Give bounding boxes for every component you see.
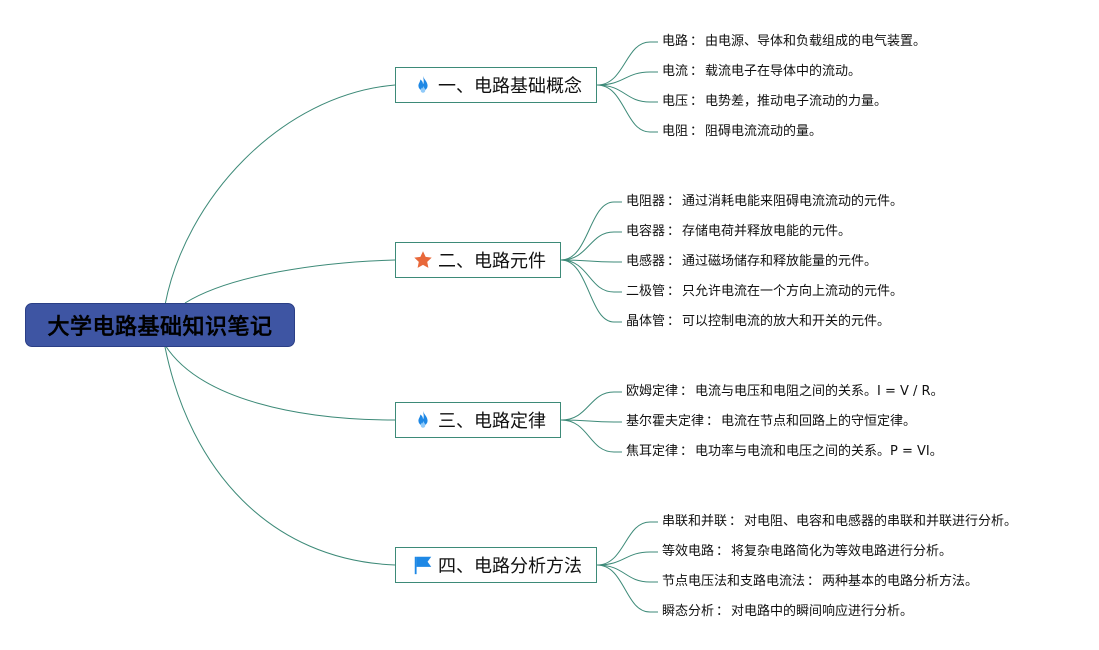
leaf-term: 电路 (662, 34, 689, 49)
leaf-separator: ： (680, 444, 694, 459)
leaf-term: 电阻 (662, 124, 689, 139)
leaf-separator: ： (667, 284, 681, 299)
leaf-term: 基尔霍夫定律 (626, 414, 705, 429)
branch-to-leaf-line (596, 521, 651, 566)
leaf-desc: 载流电子在导体中的流动。 (705, 64, 862, 79)
root-to-branch-line (164, 346, 396, 566)
branch-to-leaf-line (560, 259, 615, 323)
root-title: 大学电路基础知识笔记 (47, 315, 273, 340)
leaf-term: 电流 (662, 64, 689, 79)
leaf-separator: ： (667, 224, 681, 239)
leaf-term: 瞬态分析 (662, 604, 715, 619)
branch-to-leaf-line (560, 231, 615, 261)
branch-to-leaf-line (560, 201, 615, 261)
leaf-separator: ： (667, 254, 681, 269)
branch-analysis-methods[interactable]: 四、电路分析方法 (395, 547, 597, 583)
branch-circuit-laws[interactable]: 三、电路定律 (395, 402, 561, 438)
leaf-desc: 电功率与电流和电压之间的关系。P = VI。 (695, 444, 943, 459)
flame-icon (412, 74, 434, 96)
branch-circuit-basics[interactable]: 一、电路基础概念 (395, 67, 597, 103)
branch-to-leaf-line (560, 259, 615, 263)
branch-to-leaf-line (596, 84, 651, 103)
leaf-desc: 可以控制电流的放大和开关的元件。 (682, 314, 891, 329)
leaf-desc: 由电源、导体和负载组成的电气装置。 (705, 34, 927, 49)
leaf-desc: 存储电荷并释放电能的元件。 (682, 224, 852, 239)
branch-label: 二、电路元件 (438, 251, 546, 272)
leaf-separator: ： (729, 514, 743, 529)
leaf-term: 串联和并联 (662, 514, 728, 529)
leaf-separator: ： (690, 34, 704, 49)
leaf-item[interactable]: 基尔霍夫定律：电流在节点和回路上的守恒定律。 (626, 414, 916, 430)
leaf-desc: 通过消耗电能来阻碍电流流动的元件。 (682, 194, 904, 209)
leaf-term: 电压 (662, 94, 689, 109)
branch-to-leaf-line (596, 564, 651, 583)
branch-to-leaf-line (596, 564, 651, 613)
leaf-item[interactable]: 串联和并联：对电阻、电容和电感器的串联和并联进行分析。 (662, 514, 1017, 530)
leaf-item[interactable]: 二极管：只允许电流在一个方向上流动的元件。 (626, 284, 903, 300)
root-to-branch-line (164, 84, 396, 306)
leaf-separator: ： (680, 384, 694, 399)
leaf-desc: 电势差，推动电子流动的力量。 (705, 94, 888, 109)
root-to-branch-line (164, 344, 396, 421)
leaf-separator: ： (706, 414, 720, 429)
leaf-separator: ： (690, 124, 704, 139)
leaf-item[interactable]: 瞬态分析：对电路中的瞬间响应进行分析。 (662, 604, 913, 620)
leaf-item[interactable]: 节点电压法和支路电流法：两种基本的电路分析方法。 (662, 574, 978, 590)
leaf-term: 电阻器 (626, 194, 666, 209)
leaf-desc: 对电路中的瞬间响应进行分析。 (731, 604, 914, 619)
branch-circuit-elements[interactable]: 二、电路元件 (395, 242, 561, 278)
leaf-separator: ： (667, 194, 681, 209)
leaf-separator: ： (716, 604, 730, 619)
branch-label: 一、电路基础概念 (438, 76, 582, 97)
leaf-term: 等效电路 (662, 544, 715, 559)
leaf-item[interactable]: 等效电路：将复杂电路简化为等效电路进行分析。 (662, 544, 952, 560)
root-topic[interactable]: 大学电路基础知识笔记 (25, 303, 295, 347)
leaf-separator: ： (690, 64, 704, 79)
root-to-branch-line (184, 259, 396, 304)
leaf-term: 焦耳定律 (626, 444, 679, 459)
leaf-term: 欧姆定律 (626, 384, 679, 399)
leaf-desc: 将复杂电路简化为等效电路进行分析。 (731, 544, 953, 559)
leaf-desc: 对电阻、电容和电感器的串联和并联进行分析。 (744, 514, 1018, 529)
leaf-item[interactable]: 电流：载流电子在导体中的流动。 (662, 64, 861, 80)
leaf-separator: ： (667, 314, 681, 329)
leaf-desc: 通过磁场储存和释放能量的元件。 (682, 254, 878, 269)
branch-to-leaf-line (596, 71, 651, 86)
leaf-term: 节点电压法和支路电流法 (662, 574, 806, 589)
branch-to-leaf-line (596, 41, 651, 86)
leaf-term: 电容器 (626, 224, 666, 239)
branch-to-leaf-line (560, 419, 615, 453)
branch-to-leaf-line (596, 551, 651, 566)
leaf-separator: ： (690, 94, 704, 109)
leaf-item[interactable]: 电阻器：通过消耗电能来阻碍电流流动的元件。 (626, 194, 903, 210)
leaf-term: 电感器 (626, 254, 666, 269)
leaf-item[interactable]: 电路：由电源、导体和负载组成的电气装置。 (662, 34, 926, 50)
leaf-desc: 两种基本的电路分析方法。 (822, 574, 979, 589)
leaf-separator: ： (716, 544, 730, 559)
leaf-desc: 只允许电流在一个方向上流动的元件。 (682, 284, 904, 299)
star-icon (412, 249, 434, 271)
leaf-separator: ： (807, 574, 821, 589)
branch-label: 四、电路分析方法 (438, 556, 582, 577)
branch-label: 三、电路定律 (438, 411, 546, 432)
leaf-item[interactable]: 电阻：阻碍电流流动的量。 (662, 124, 822, 140)
leaf-desc: 电流在节点和回路上的守恒定律。 (721, 414, 917, 429)
leaf-term: 晶体管 (626, 314, 666, 329)
branch-to-leaf-line (560, 391, 615, 421)
leaf-desc: 阻碍电流流动的量。 (705, 124, 823, 139)
branch-to-leaf-line (560, 419, 615, 423)
leaf-term: 二极管 (626, 284, 666, 299)
branch-to-leaf-line (560, 259, 615, 293)
leaf-item[interactable]: 晶体管：可以控制电流的放大和开关的元件。 (626, 314, 890, 330)
leaf-item[interactable]: 电容器：存储电荷并释放电能的元件。 (626, 224, 851, 240)
leaf-item[interactable]: 电压：电势差，推动电子流动的力量。 (662, 94, 887, 110)
leaf-item[interactable]: 焦耳定律：电功率与电流和电压之间的关系。P = VI。 (626, 444, 943, 460)
leaf-desc: 电流与电压和电阻之间的关系。I = V / R。 (695, 384, 944, 399)
flame-icon (412, 409, 434, 431)
leaf-item[interactable]: 欧姆定律：电流与电压和电阻之间的关系。I = V / R。 (626, 384, 944, 400)
branch-to-leaf-line (596, 84, 651, 133)
flag-icon (412, 554, 434, 576)
leaf-item[interactable]: 电感器：通过磁场储存和释放能量的元件。 (626, 254, 877, 270)
